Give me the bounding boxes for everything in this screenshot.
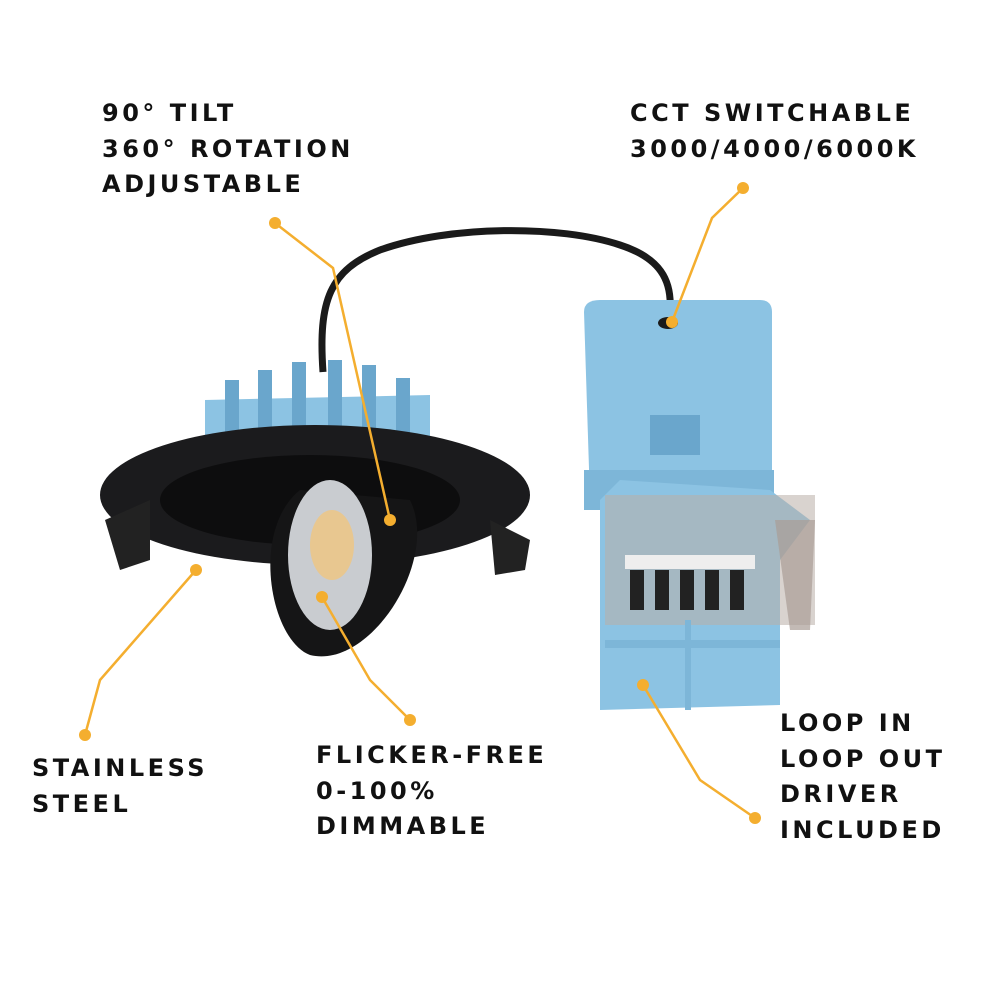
callout-line: DRIVER <box>780 780 902 808</box>
callout-line: 90° TILT <box>102 99 237 127</box>
callout-line: 3000/4000/6000K <box>630 134 920 163</box>
callout-cct: CCT SWITCHABLE 3000/4000/6000K <box>630 96 919 167</box>
leader-lines <box>83 187 756 820</box>
callout-line: 0-100% <box>316 776 438 805</box>
callout-driver: LOOP IN LOOP OUT DRIVER INCLUDED <box>780 706 945 848</box>
leader-cct <box>670 187 744 323</box>
driver-box <box>584 300 815 710</box>
leader-driver <box>641 684 756 820</box>
callout-line: STEEL <box>32 789 132 818</box>
callout-dimming: FLICKER-FREE 0-100% DIMMABLE <box>316 738 547 845</box>
downlight <box>100 360 530 657</box>
power-cable <box>318 227 674 373</box>
callout-line: FLICKER-FREE <box>316 741 548 769</box>
leader-material <box>83 569 197 736</box>
leader-tilt <box>274 222 392 521</box>
callout-line: CCT SWITCHABLE <box>630 99 915 127</box>
leader-dimming <box>320 596 411 721</box>
callout-line: INCLUDED <box>780 815 945 844</box>
callout-line: LOOP IN <box>780 709 915 737</box>
callout-line: ADJUSTABLE <box>102 170 305 198</box>
callout-line: STAINLESS <box>32 754 209 782</box>
leader-dots <box>79 182 761 824</box>
callout-line: DIMMABLE <box>316 812 490 840</box>
callout-line: 360° ROTATION <box>102 134 354 163</box>
callout-line: LOOP OUT <box>780 744 946 773</box>
callout-tilt: 90° TILT 360° ROTATION ADJUSTABLE <box>102 96 354 203</box>
callout-material: STAINLESS STEEL <box>32 751 208 822</box>
